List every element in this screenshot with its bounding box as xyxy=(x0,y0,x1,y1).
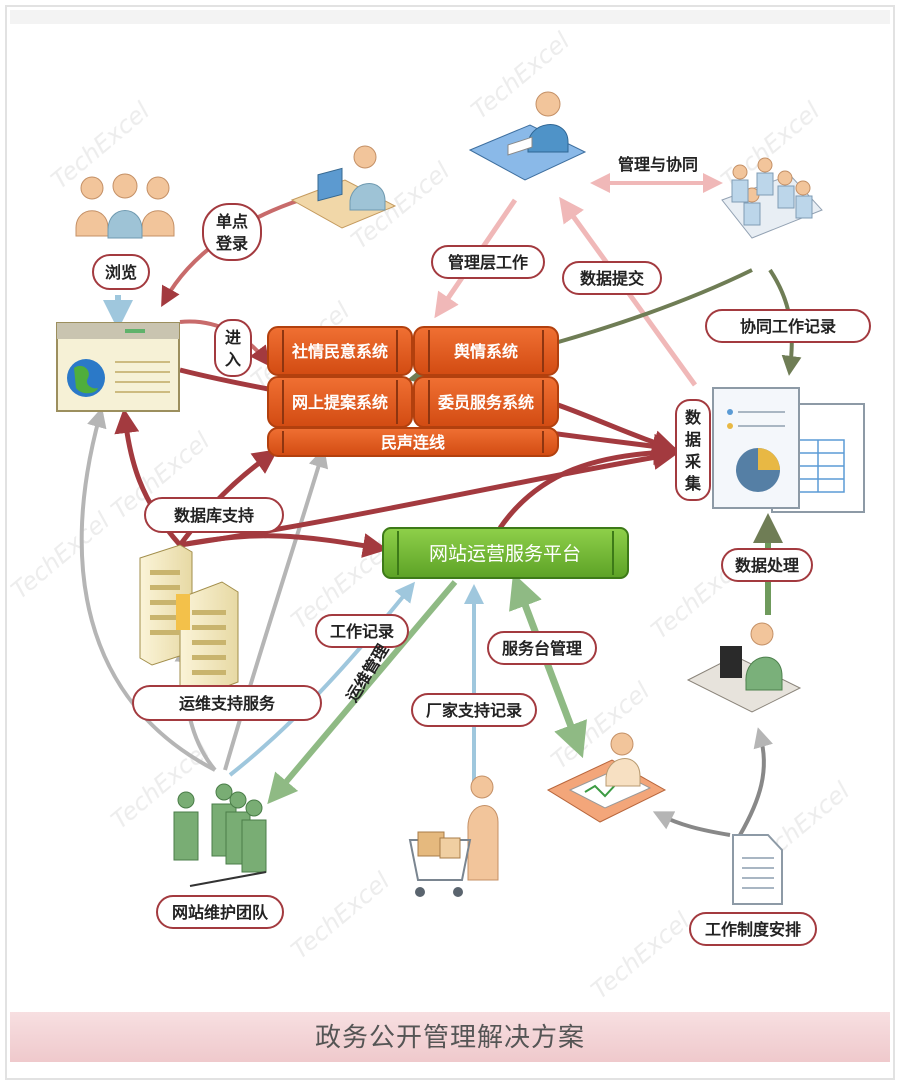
footer-title: 政务公开管理解决方案 xyxy=(315,1023,585,1053)
systems-block: 社情民意系统 舆情系统 网上提案系统 委员服务系统 民声连线 xyxy=(267,326,559,457)
meeting-group-icon xyxy=(721,157,823,239)
pill-mgmt-collab-text: 管理与协同 xyxy=(618,155,698,174)
pill-work-rules: 工作制度安排 xyxy=(689,912,817,946)
desk-user-icon xyxy=(290,145,397,229)
pill-mgmt-work-text: 管理层工作 xyxy=(448,253,528,272)
document-page-icon xyxy=(732,834,783,905)
pill-enter-line2: 入 xyxy=(225,350,241,369)
arrow-rules-to-desk xyxy=(652,811,731,837)
computer-worker-icon xyxy=(686,622,802,713)
pill-work-record-text: 工作记录 xyxy=(330,622,394,641)
pill-sso: 单点 登录 xyxy=(202,203,262,261)
system-box-5[interactable] xyxy=(267,427,559,457)
pill-work-rules-text: 工作制度安排 xyxy=(705,920,801,939)
pill-data-process: 数据处理 xyxy=(721,548,813,582)
platform-box[interactable]: 网站运营服务平台 xyxy=(382,527,629,579)
pill-maint-team-text: 网站维护团队 xyxy=(172,903,269,922)
maintenance-team-icon xyxy=(173,783,267,887)
pill-data-collect-1: 数 xyxy=(685,408,702,427)
pill-sso-line2: 登录 xyxy=(215,234,248,253)
pill-data-collect-3: 采 xyxy=(684,452,701,471)
arrow-platform-to-collect xyxy=(497,440,678,530)
system-label-3: 网上提案系统 xyxy=(292,393,388,412)
pill-data-collect: 数 据 采 集 xyxy=(675,399,711,501)
pill-vendor-record: 厂家支持记录 xyxy=(411,693,537,727)
pill-db-support: 数据库支持 xyxy=(144,497,284,533)
pill-enter: 进 入 xyxy=(214,319,252,377)
pill-data-collect-2: 据 xyxy=(685,430,701,449)
pill-data-submit: 数据提交 xyxy=(562,261,662,295)
label-pills: 浏览 单点 登录 进 入 管理与协同 管理层工作 数据提交 协同工作记录 xyxy=(92,155,871,946)
pill-service-desk-mgmt: 服务台管理 xyxy=(487,631,597,665)
system-box-1[interactable] xyxy=(267,326,413,376)
arrow-rules-to-worker xyxy=(738,727,773,836)
vendor-cart-icon xyxy=(408,775,499,897)
system-label-2: 舆情系统 xyxy=(454,342,518,361)
platform-label: 网站运营服务平台 xyxy=(429,543,581,565)
arrow-team-to-browser xyxy=(79,407,216,772)
pill-data-collect-4: 集 xyxy=(684,474,702,493)
pill-maint-team: 网站维护团队 xyxy=(156,895,284,929)
pill-data-submit-text: 数据提交 xyxy=(580,269,644,288)
pill-vendor-record-text: 厂家支持记录 xyxy=(426,701,522,720)
pill-db-support-text: 数据库支持 xyxy=(174,506,254,525)
top-strip xyxy=(10,10,890,24)
pill-enter-line1: 进 xyxy=(225,328,241,347)
pill-ops-support-text: 运维支持服务 xyxy=(179,694,276,713)
database-server-icon xyxy=(139,544,239,699)
pill-mgmt-collab: 管理与协同 xyxy=(618,155,698,174)
arrow-db-to-collect xyxy=(179,445,678,548)
arrow-ops-mgmt xyxy=(267,580,458,805)
users-group-icon xyxy=(75,173,175,239)
arrow-service-desk xyxy=(509,572,587,759)
pill-sso-line1: 单点 xyxy=(216,212,248,231)
arrow-work-record xyxy=(228,581,416,777)
pill-browse-text: 浏览 xyxy=(105,263,137,282)
pill-data-process-text: 数据处理 xyxy=(735,556,799,575)
footer-banner: 政务公开管理解决方案 xyxy=(10,1012,890,1062)
documents-chart-icon xyxy=(712,387,865,513)
pill-browse: 浏览 xyxy=(92,254,150,290)
manager-desk-icon xyxy=(468,91,587,181)
system-label-4: 委员服务系统 xyxy=(437,393,534,412)
pill-service-desk-mgmt-text: 服务台管理 xyxy=(502,639,582,658)
pill-collab-record: 协同工作记录 xyxy=(705,309,871,343)
system-label-1: 社情民意系统 xyxy=(291,342,388,361)
service-desk-icon xyxy=(546,732,667,823)
pill-collab-record-text: 协同工作记录 xyxy=(740,317,836,336)
browser-window-icon xyxy=(56,322,180,412)
system-label-5: 民声连线 xyxy=(381,433,445,452)
pill-work-record: 工作记录 xyxy=(315,614,409,648)
pill-mgmt-work: 管理层工作 xyxy=(431,245,545,279)
pill-ops-support: 运维支持服务 xyxy=(132,685,322,721)
arrow-team-to-systems xyxy=(223,447,329,771)
system-box-2[interactable] xyxy=(413,326,559,376)
